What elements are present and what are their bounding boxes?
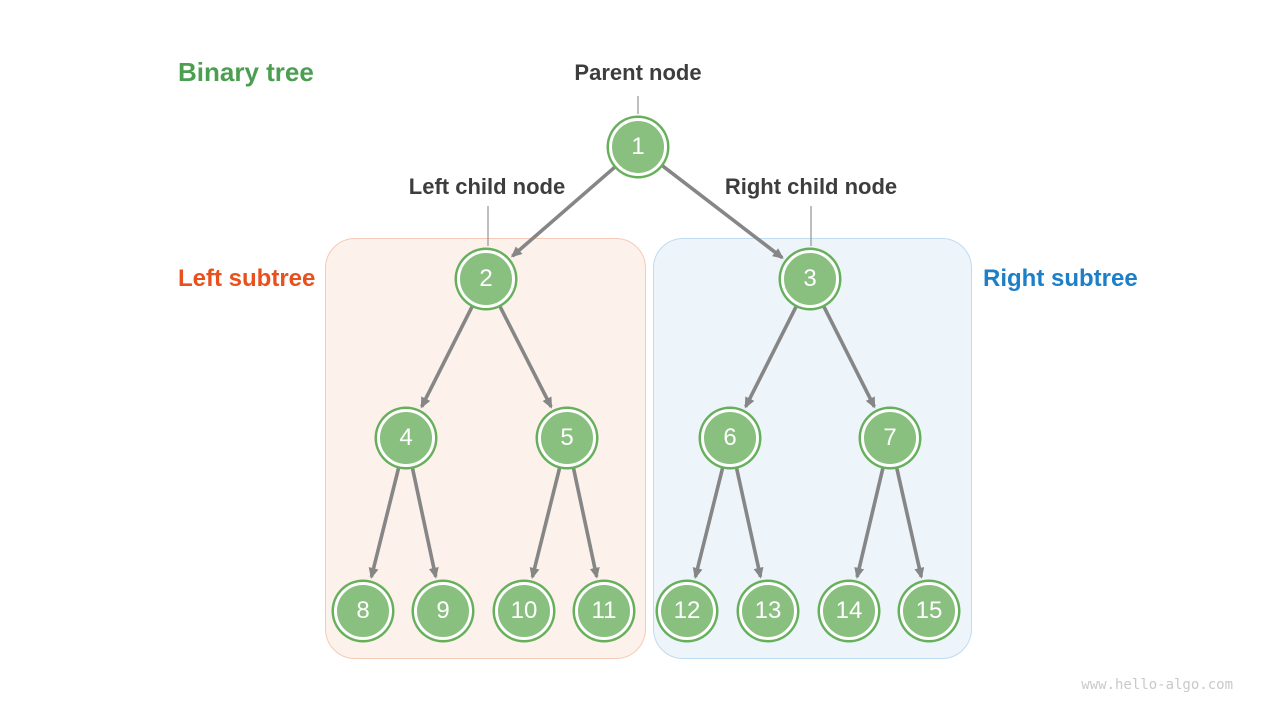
edge-2-5	[497, 304, 553, 409]
edge-1-3	[660, 163, 784, 260]
tree-node-value: 13	[754, 597, 782, 624]
tree-node-value: 15	[915, 597, 943, 624]
tree-node-value: 8	[356, 597, 370, 624]
edge-7-15	[894, 466, 925, 579]
tree-node-8: 8	[334, 582, 392, 640]
tree-node-13: 13	[739, 582, 797, 640]
tree-node-3: 3	[781, 250, 839, 308]
tree-node-value: 3	[803, 265, 817, 292]
tree-node-value: 6	[723, 424, 737, 451]
tree-node-value: 14	[835, 597, 863, 624]
edge-4-9	[410, 466, 439, 579]
tree-node-14: 14	[820, 582, 878, 640]
tree-node-value: 10	[510, 597, 538, 624]
watermark: www.hello-algo.com	[1081, 677, 1233, 693]
edge-6-12	[692, 466, 725, 579]
edge-2-4	[420, 304, 475, 409]
tree-node-12: 12	[658, 582, 716, 640]
tree-node-value: 12	[673, 597, 701, 624]
tree-node-7: 7	[861, 409, 919, 467]
tree-node-10: 10	[495, 582, 553, 640]
tree-node-value: 5	[560, 424, 574, 451]
tree-node-value: 9	[436, 597, 450, 624]
tree-node-11: 11	[575, 582, 633, 640]
tree-node-value: 7	[883, 424, 897, 451]
right-child-node-label: Right child node	[724, 174, 898, 199]
tree-node-9: 9	[414, 582, 472, 640]
edge-1-2	[510, 165, 617, 258]
tree-node-value: 2	[479, 265, 493, 292]
tree-node-2: 2	[457, 250, 515, 308]
tree-node-value: 4	[399, 424, 413, 451]
parent-node-label: Parent node	[574, 60, 702, 85]
page-title: Binary tree	[178, 57, 314, 87]
edge-6-13	[734, 466, 764, 579]
left-subtree-label: Left subtree	[178, 265, 316, 292]
edge-7-14	[854, 466, 885, 579]
tree-node-value: 1	[631, 133, 645, 160]
left-child-node-label: Left child node	[408, 174, 566, 199]
edge-3-7	[821, 304, 876, 409]
edge-4-8	[368, 466, 401, 579]
tree-node-6: 6	[701, 409, 759, 467]
edge-3-6	[744, 304, 799, 409]
edge-5-11	[571, 466, 600, 579]
tree-node-1: 1	[609, 118, 667, 176]
tree-node-4: 4	[377, 409, 435, 467]
tree-node-15: 15	[900, 582, 958, 640]
tree-node-value: 11	[591, 597, 617, 624]
tree-node-5: 5	[538, 409, 596, 467]
right-subtree-label: Right subtree	[983, 265, 1138, 292]
edge-5-10	[529, 466, 562, 579]
